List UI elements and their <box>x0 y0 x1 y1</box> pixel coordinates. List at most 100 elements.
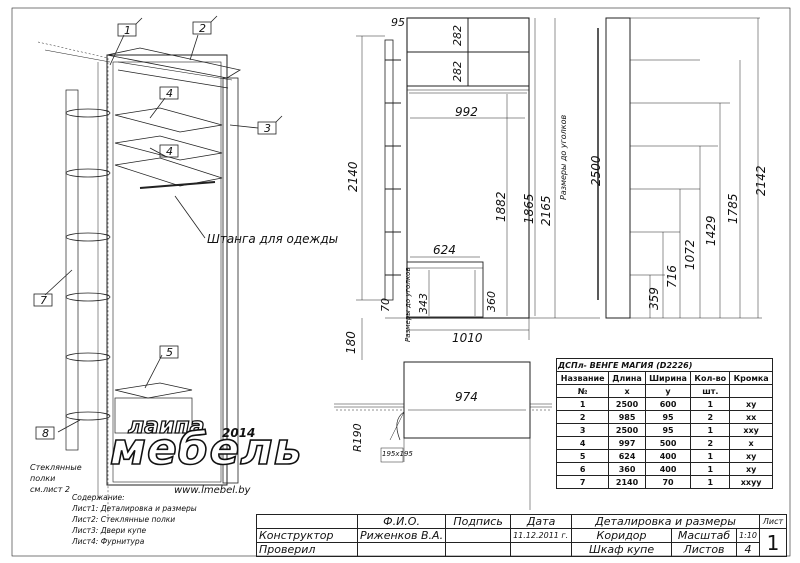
logo-main: мебель <box>109 424 303 475</box>
callout-4b: 4 <box>166 145 173 158</box>
cell: xy <box>729 397 773 411</box>
parts-table-units: № x y шт. <box>555 384 773 398</box>
cell: 2140 <box>608 475 646 489</box>
cell: 1 <box>690 423 731 437</box>
cell: 2500 <box>608 423 646 437</box>
cell: 997 <box>608 436 646 450</box>
col-qty: Кол-во <box>690 371 731 385</box>
dim-1429: 1429 <box>704 215 718 246</box>
unit-edge <box>729 384 773 398</box>
parts-table-title: ДСПл- ВЕНГЕ МАГИЯ (D2226) <box>556 358 773 372</box>
cell: 624 <box>608 449 646 463</box>
tb-sheets: 4 <box>736 542 760 557</box>
callout-4a: 4 <box>166 87 173 100</box>
dim-359: 359 <box>647 287 661 310</box>
tb-sheet-title: Деталировка и размеры <box>571 514 760 529</box>
title-block: Ф.И.О. Подпись Дата Деталировка и размер… <box>256 514 787 557</box>
contents-title: Содержание: <box>72 493 125 502</box>
callout-2: 2 <box>199 22 206 35</box>
dim-992: 992 <box>455 105 478 119</box>
contents-item-3: Лист3: Двери купе <box>72 526 147 535</box>
cell: xy <box>729 462 773 476</box>
tb-checker-role: Проверил <box>256 542 358 557</box>
dim-2500: 2500 <box>589 155 603 186</box>
cell: 95 <box>644 423 692 437</box>
tb-sheets-label: Листов <box>671 542 737 557</box>
unit-x: x <box>608 384 646 398</box>
dim-282-a: 282 <box>451 25 464 46</box>
cell: 2 <box>555 410 610 424</box>
parts-table-header: Название Длина Ширина Кол-во Кромка <box>555 371 773 385</box>
tb-checker-date <box>510 542 573 557</box>
cell: xxyy <box>729 475 773 489</box>
front-view <box>356 17 600 360</box>
rod-label: Штанга для одежды <box>207 232 339 246</box>
cell: 600 <box>644 397 692 411</box>
tb-designer: Риженков В.А. <box>356 528 447 543</box>
dim-282-b: 282 <box>451 61 464 82</box>
cell: x <box>729 436 773 450</box>
dim-95: 95 <box>391 16 405 29</box>
dim-1882: 1882 <box>494 191 508 222</box>
isometric-view <box>33 15 283 520</box>
col-edge: Кромка <box>729 371 773 385</box>
dim-2142: 2142 <box>754 165 768 196</box>
col-length: Длина <box>608 371 646 385</box>
tb-sheet-no: 1 <box>759 528 787 557</box>
tb-room: Коридор <box>571 528 672 543</box>
tb-signature-label: Подпись <box>445 514 512 529</box>
cell: 360 <box>608 462 646 476</box>
callout-7: 7 <box>40 294 47 307</box>
dim-r190: R190 <box>351 423 364 452</box>
cell: 985 <box>608 410 646 424</box>
callout-5: 5 <box>166 346 173 359</box>
cell: 1 <box>690 397 731 411</box>
cell: 1 <box>690 449 731 463</box>
tb-designer-role: Конструктор <box>256 528 358 543</box>
cell: 1 <box>690 475 731 489</box>
tb-checker <box>356 542 447 557</box>
to-corner-label: Размеры до уголков <box>559 114 568 200</box>
callout-3: 3 <box>264 122 271 135</box>
callout-8: 8 <box>42 427 49 440</box>
cell: 70 <box>644 475 692 489</box>
dim-70: 70 <box>379 298 392 312</box>
tb-product: Шкаф купе <box>571 542 672 557</box>
cell: 400 <box>644 462 692 476</box>
dim-1072: 1072 <box>683 239 697 270</box>
cell: 2500 <box>608 397 646 411</box>
tb-empty <box>256 514 358 529</box>
cell: 2 <box>690 410 731 424</box>
cell: 400 <box>644 449 692 463</box>
drawer-corner-label: Размеры до уголков <box>404 267 412 342</box>
cell: xy <box>729 449 773 463</box>
dim-343: 343 <box>417 293 430 314</box>
contents-item-1: Лист1: Деталировка и размеры <box>72 504 197 513</box>
tb-signature <box>445 528 512 543</box>
tb-date: 11.12.2011 г. <box>510 528 573 543</box>
dim-2165: 2165 <box>539 195 553 226</box>
cell: 3 <box>555 423 610 437</box>
tb-scale: 1:10 <box>736 528 760 543</box>
unit-no: № <box>555 384 610 398</box>
dim-1785: 1785 <box>726 193 740 224</box>
cell: 7 <box>555 475 610 489</box>
dim-624: 624 <box>433 243 456 257</box>
glass-note-3: см.лист 2 <box>30 485 70 494</box>
cell: xx <box>729 410 773 424</box>
contents-item-4: Лист4: Фурнитура <box>72 537 145 546</box>
tb-scale-label: Масштаб <box>671 528 737 543</box>
side-view <box>597 17 762 319</box>
glass-note-2: полки <box>30 474 56 483</box>
parts-table: ДСПл- ВЕНГЕ МАГИЯ (D2226) Название Длина… <box>555 358 773 489</box>
cell: 500 <box>644 436 692 450</box>
col-name: Название <box>555 371 610 385</box>
cell: 5 <box>555 449 610 463</box>
tb-date-label: Дата <box>510 514 573 529</box>
contents-item-2: Лист2: Стеклянные полки <box>72 515 176 524</box>
